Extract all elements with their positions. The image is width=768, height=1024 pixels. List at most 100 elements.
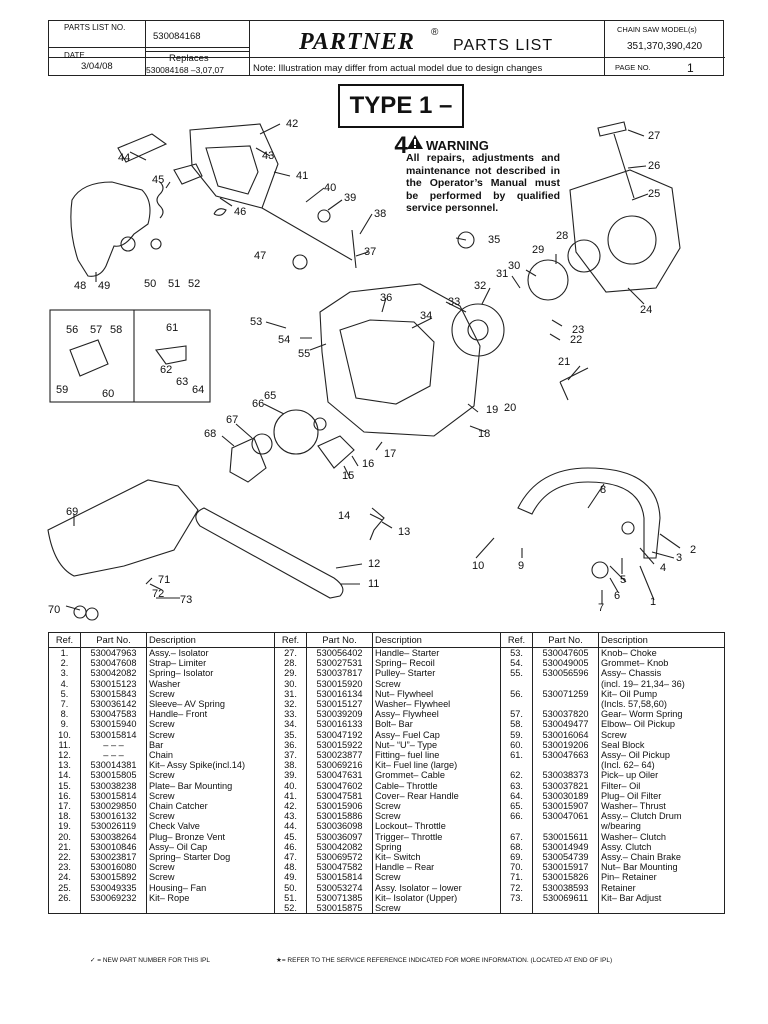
ref-cell: 34. <box>274 719 307 730</box>
bar-plate-drawing <box>317 435 355 469</box>
ref-cell: 7. <box>48 699 81 710</box>
part-number-cell: 530015814 <box>80 790 147 802</box>
callout-label: 17 <box>384 448 397 460</box>
col-header-ref: Ref. <box>48 632 81 648</box>
description-cell: Nut– “U”– Type <box>372 739 501 751</box>
part-number-cell: 530015922 <box>306 739 373 751</box>
callout-label: 31 <box>496 268 509 280</box>
description-cell: Pick– up Oiler <box>598 770 725 781</box>
description-cell: Kit– Bar Adjust <box>598 892 725 904</box>
oil-pump-inset <box>49 309 211 403</box>
part-number-cell: 530015843 <box>80 688 147 700</box>
description-cell: Screw <box>372 811 501 822</box>
description-cell: Washer– Clutch <box>598 831 725 842</box>
part-number-cell: 530056402 <box>306 647 373 659</box>
part-number-cell <box>532 760 599 771</box>
description-cell: (incl. 19– 21,34– 36) <box>598 678 725 689</box>
description-cell: Screw <box>146 872 275 883</box>
ref-cell: 49. <box>274 872 307 883</box>
ref-cell: 41. <box>274 790 307 802</box>
callout-label: 37 <box>364 246 377 258</box>
description-cell: Kit– Switch <box>372 852 501 863</box>
part-number-cell: 530056596 <box>532 668 599 679</box>
description-cell: Assy.– Chain Brake <box>598 852 725 863</box>
ref-cell: 42. <box>274 801 307 812</box>
callout-label: 28 <box>556 230 569 242</box>
ref-cell: 16. <box>48 790 81 802</box>
description-cell: Spring– Isolator <box>146 668 275 679</box>
date-label: DATE <box>64 51 85 60</box>
ref-cell: 64. <box>500 790 533 802</box>
part-number-cell: 530014949 <box>532 841 599 853</box>
part-number-cell: – – – <box>80 739 147 751</box>
ref-cell: 73. <box>500 892 533 904</box>
part-number-cell: 530014381 <box>80 760 147 771</box>
description-cell: Kit– Oil Pump <box>598 688 725 700</box>
handle-cover-drawing <box>189 123 279 209</box>
ref-cell: 68. <box>500 841 533 853</box>
ref-cell: 59. <box>500 729 533 740</box>
callout-label: 6 <box>614 590 621 602</box>
part-number-cell: 530015906 <box>306 801 373 812</box>
part-number-cell: 530029850 <box>80 801 147 812</box>
callout-label: 4 <box>660 562 667 574</box>
ref-cell: 45. <box>274 831 307 842</box>
rear-handle-drawing <box>70 181 151 277</box>
footer-service-reference-note: ★= REFER TO THE SERVICE REFERENCE INDICA… <box>276 957 613 964</box>
description-cell: Retainer <box>598 882 725 893</box>
callout-label: 20 <box>504 402 517 414</box>
part-number-cell: 530016132 <box>80 811 147 822</box>
description-cell: (Incls. 57,58,60) <box>598 699 725 710</box>
callout-label: 68 <box>204 428 217 440</box>
ref-cell: 62. <box>500 770 533 781</box>
callout-label: 33 <box>448 296 461 308</box>
ref-cell: 46. <box>274 841 307 853</box>
callout-label: 15 <box>342 470 355 482</box>
callout-label: 51 <box>168 278 181 290</box>
callout-label: 38 <box>374 208 387 220</box>
part-number-cell: 530042082 <box>80 668 147 679</box>
part-number-cell: 530071385 <box>306 892 373 904</box>
description-cell: Handle– Starter <box>372 647 501 659</box>
description-cell: Bar <box>146 739 275 751</box>
callout-label: 60 <box>102 388 115 400</box>
description-cell: Chain <box>146 750 275 761</box>
callout-label: 50 <box>144 278 157 290</box>
ref-cell: 66. <box>500 811 533 822</box>
callout-label: 46 <box>234 206 247 218</box>
starter-handle-drawing <box>597 121 635 199</box>
callout-label: 22 <box>570 334 583 346</box>
fuel-line-drawing <box>351 229 357 269</box>
spike-drawing <box>369 507 385 541</box>
callout-label: 23 <box>572 324 585 336</box>
divider <box>49 57 725 58</box>
ref-cell: 69. <box>500 852 533 863</box>
ref-cell: 9. <box>48 719 81 730</box>
part-number-cell: 530015917 <box>532 862 599 873</box>
callout-label: 67 <box>226 414 239 426</box>
callout-label: 64 <box>192 384 205 396</box>
col-header-ref: Ref. <box>500 632 533 648</box>
model-label: CHAIN SAW MODEL(s) <box>617 25 697 34</box>
callout-label: 11 <box>368 578 380 590</box>
callout-label: 56 <box>66 324 79 336</box>
ref-cell: 60. <box>500 739 533 751</box>
registered-mark: ® <box>431 27 439 38</box>
part-number-cell: 530015611 <box>532 831 599 842</box>
ref-cell: 72. <box>500 882 533 893</box>
ref-cell: 1. <box>48 647 81 659</box>
description-cell: Grommet– Knob <box>598 658 725 669</box>
part-number-cell: 530037820 <box>532 709 599 720</box>
ref-cell: 58. <box>500 719 533 730</box>
ref-cell: 14. <box>48 770 81 781</box>
callout-label: 70 <box>48 604 61 616</box>
description-cell: Filter– Oil <box>598 780 725 791</box>
description-cell: Chain Catcher <box>146 801 275 812</box>
